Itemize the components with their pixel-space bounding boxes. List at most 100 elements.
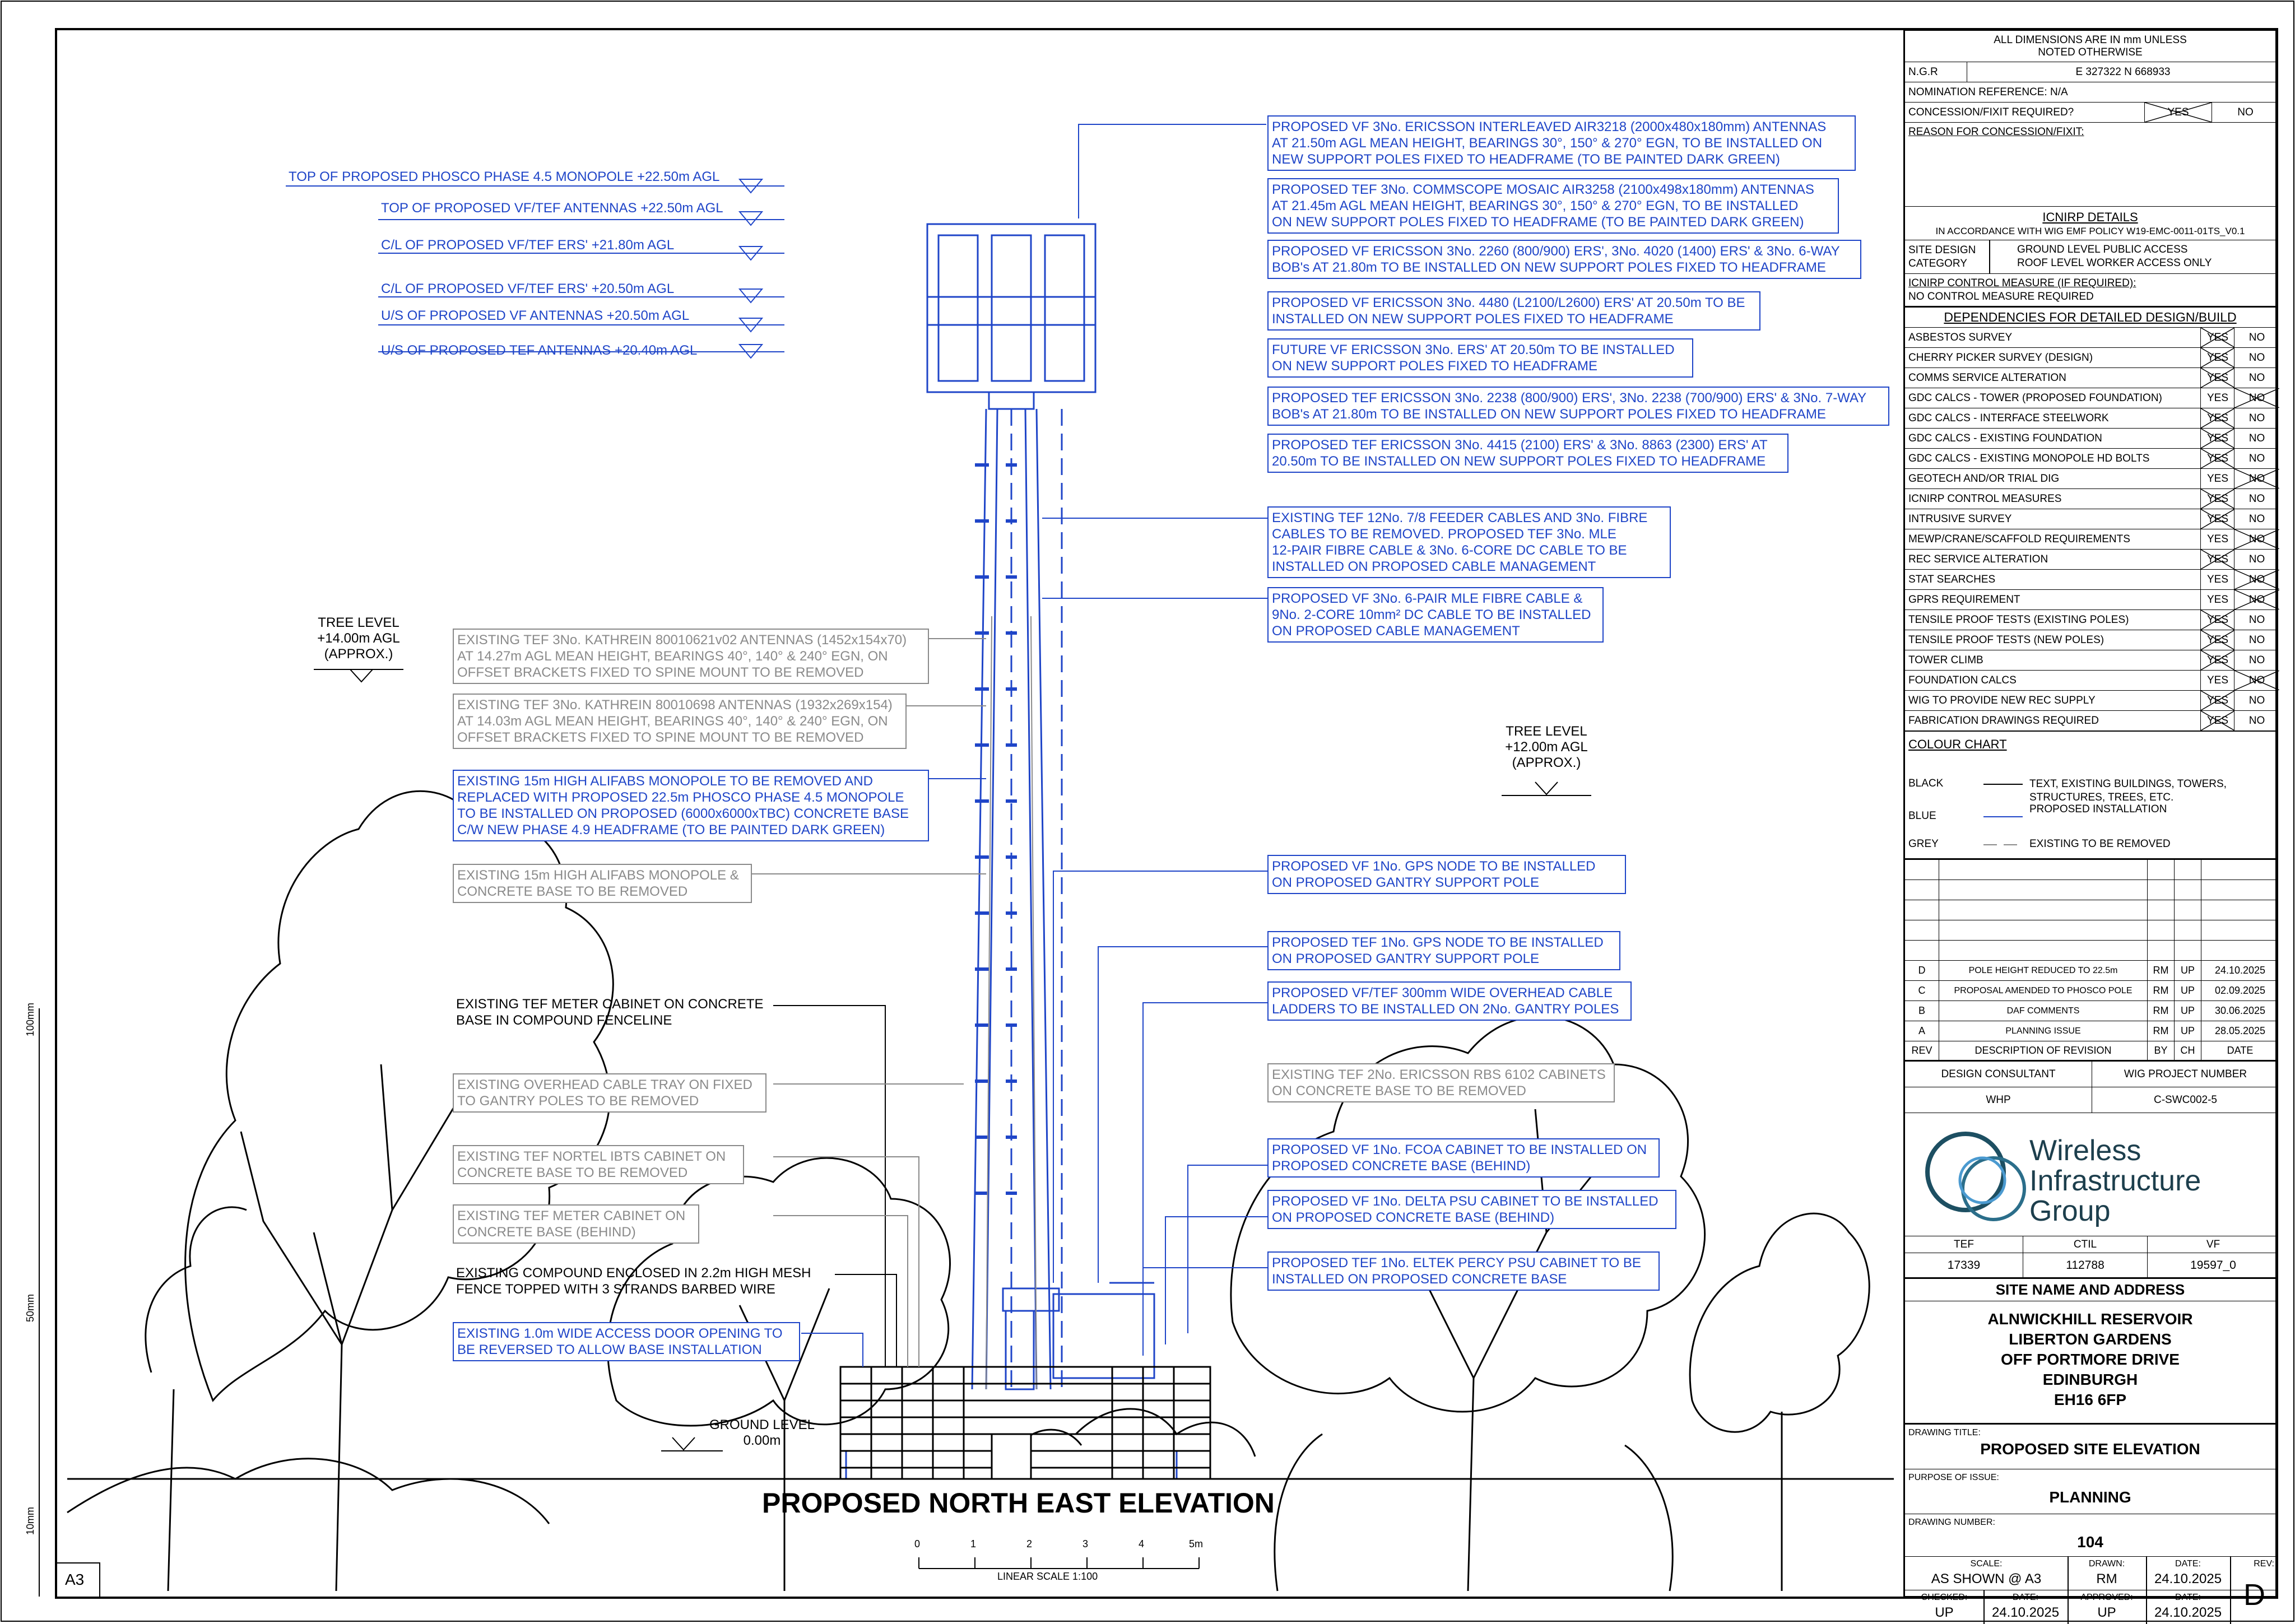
dependency-no: NO — [2234, 529, 2279, 549]
date-value: 24.10.2025 — [2154, 1571, 2222, 1586]
dependency-no: NO — [2234, 449, 2279, 468]
scale-value: AS SHOWN @ A3 — [1931, 1571, 2042, 1586]
tb-nomination: NOMINATION REFERENCE: N/A — [1905, 82, 2275, 103]
dependency-yes: YES — [2200, 388, 2234, 408]
cross-out-icon — [2201, 429, 2234, 448]
note-tef-ers-2180: PROPOSED TEF ERICSSON 3No. 2238 (800/900… — [1267, 387, 1889, 426]
approved-date-value: 24.10.2025 — [2154, 1605, 2222, 1620]
dependency-yes: YES — [2200, 570, 2234, 589]
dependency-yes: YES — [2200, 691, 2234, 710]
dependency-no: NO — [2234, 348, 2279, 367]
tb-logo: Wireless Infrastructure Group — [1905, 1113, 2275, 1236]
dependency-no: NO — [2234, 711, 2279, 730]
note-vf-mle-cables: PROPOSED VF 3No. 6-PAIR MLE FIBRE CABLE … — [1267, 587, 1604, 643]
purpose-value: PLANNING — [2049, 1488, 2131, 1506]
dependency-label: FOUNDATION CALCS — [1908, 674, 2017, 686]
note-tef-feeder-cables: EXISTING TEF 12No. 7/8 FEEDER CABLES AND… — [1267, 506, 1671, 578]
dependency-yes: YES — [2200, 671, 2234, 690]
revision-letter-cell: D — [1918, 965, 1926, 976]
dependency-row: FABRICATION DRAWINGS REQUIREDYESNO — [1905, 711, 2275, 731]
dependencies-table: ASBESTOS SURVEYYESNOCHERRY PICKER SURVEY… — [1905, 328, 2279, 731]
note-existing-meter-behind: EXISTING TEF METER CABINET ON CONCRETE B… — [453, 1204, 699, 1244]
drawing-number-value: 104 — [2077, 1533, 2103, 1551]
dependency-label: COMMS SERVICE ALTERATION — [1908, 371, 2066, 384]
logo-text-2: Infrastructure — [2029, 1165, 2201, 1197]
note-proposed-monopole: EXISTING 15m HIGH ALIFABS MONOPOLE TO BE… — [453, 770, 929, 841]
cross-out-icon — [2201, 449, 2234, 468]
dependency-label: ASBESTOS SURVEY — [1908, 331, 2013, 343]
tb-refs-values: 17339 112788 19597_0 — [1905, 1253, 2275, 1279]
level-lines — [286, 179, 784, 359]
level-us-vf-antennas: U/S OF PROPOSED VF ANTENNAS +20.50m AGL — [381, 308, 690, 323]
note-existing-kathrein-2: EXISTING TEF 3No. KATHREIN 80010698 ANTE… — [453, 694, 907, 749]
note-cable-ladders: PROPOSED VF/TEF 300mm WIDE OVERHEAD CABL… — [1267, 981, 1632, 1021]
dependency-yes: YES — [2200, 328, 2234, 347]
dependency-no: NO — [2234, 509, 2279, 529]
note-existing-kathrein-1: EXISTING TEF 3No. KATHREIN 80010621v02 A… — [453, 629, 929, 684]
dependency-row: MEWP/CRANE/SCAFFOLD REQUIREMENTSYESNO — [1905, 529, 2279, 550]
tb-site-design: SITE DESIGN CATEGORY GROUND LEVEL PUBLIC… — [1905, 240, 2275, 274]
dependency-label: REC SERVICE ALTERATION — [1908, 553, 2048, 565]
dependency-row: CHERRY PICKER SURVEY (DESIGN)YESNO — [1905, 348, 2275, 368]
dependency-label: GDC CALCS - EXISTING MONOPOLE HD BOLTS — [1908, 452, 2150, 464]
note-tef-ers-2050: PROPOSED TEF ERICSSON 3No. 4415 (2100) E… — [1267, 434, 1788, 473]
revision-date: 02.09.2025 — [2201, 981, 2279, 1001]
revision-letter-cell: B — [1918, 1005, 1925, 1016]
cross-out-icon — [2201, 348, 2234, 367]
dependency-no: NO — [2234, 408, 2279, 428]
sheet-size-box — [55, 1562, 100, 1598]
wig-logo-rings-icon — [1925, 1132, 2026, 1221]
note-vf-fcoa-cabinet: PROPOSED VF 1No. FCOA CABINET TO BE INST… — [1267, 1138, 1660, 1178]
margin-mark-100mm: 100mm — [25, 1002, 36, 1036]
level-us-tef-antennas: U/S OF PROPOSED TEF ANTENNAS +20.40m AGL — [381, 343, 698, 358]
cross-out-icon — [2234, 671, 2279, 690]
dependency-label: TENSILE PROOF TESTS (NEW POLES) — [1908, 634, 2104, 646]
checked-value: UP — [1935, 1605, 1954, 1620]
cross-out-icon — [2201, 509, 2234, 529]
revision-letter-cell: A — [1918, 1025, 1925, 1036]
dependency-row: GDC CALCS - INTERFACE STEELWORKYESNO — [1905, 408, 2275, 429]
concession-no: NO — [2212, 103, 2279, 122]
dependency-no: NO — [2234, 650, 2279, 670]
cross-out-icon — [2201, 711, 2234, 730]
dependency-yes: YES — [2200, 489, 2234, 509]
dependency-row: COMMS SERVICE ALTERATIONYESNO — [1905, 368, 2275, 388]
dependency-row: ASBESTOS SURVEYYESNO — [1905, 328, 2275, 348]
tb-icnirp-title: ICNIRP DETAILS IN ACCORDANCE WITH WIG EM… — [1905, 207, 2275, 240]
scale-bar — [918, 1557, 1200, 1569]
dependency-row: GEOTECH AND/OR TRIAL DIGYESNO — [1905, 469, 2279, 489]
compound-fence — [67, 1366, 1894, 1480]
cross-out-icon — [2234, 529, 2279, 549]
dependency-label: INTRUSIVE SURVEY — [1908, 513, 2012, 525]
dependency-label: GPRS REQUIREMENT — [1908, 593, 2020, 606]
revision-header: REV DESCRIPTION OF REVISION BY CH DATE — [1905, 1041, 2275, 1062]
cross-out-icon — [2201, 610, 2234, 630]
drawn-value: RM — [2096, 1571, 2117, 1586]
ngr-label: N.G.R — [1908, 66, 1938, 78]
revision-by: RM — [2147, 981, 2174, 1001]
dependency-label: CHERRY PICKER SURVEY (DESIGN) — [1908, 351, 2093, 364]
note-vf-ers-2050: PROPOSED VF ERICSSON 3No. 4480 (L2100/L2… — [1267, 291, 1760, 331]
dependency-row: FOUNDATION CALCS YESNO — [1905, 671, 2279, 691]
cross-out-icon — [2234, 388, 2279, 408]
dependency-yes: YES — [2200, 650, 2234, 670]
scale-tick-5: 5m — [1189, 1538, 1204, 1549]
logo-text-3: Group — [2029, 1195, 2111, 1227]
scale-tick-3: 3 — [1083, 1538, 1089, 1549]
dependency-no: NO — [2234, 671, 2279, 690]
dependency-label: GEOTECH AND/OR TRIAL DIG — [1908, 472, 2060, 485]
tb-consultant-values: WHP C-SWC002-5 — [1905, 1087, 2275, 1113]
dependency-label: GDC CALCS - TOWER (PROPOSED FOUNDATION) — [1908, 392, 2162, 404]
revision-description: POLE HEIGHT REDUCED TO 22.5m — [1939, 961, 2147, 980]
revision-description: DAF COMMENTS — [1939, 1001, 2147, 1021]
cross-out-icon — [2234, 570, 2279, 589]
dependency-no: NO — [2234, 368, 2279, 388]
existing-monopole — [986, 616, 1037, 1390]
dependency-no: NO — [2234, 388, 2279, 408]
wig-project-number: C-SWC002-5 — [2092, 1087, 2279, 1113]
dependency-yes: YES — [2200, 590, 2234, 609]
approved-value: UP — [2097, 1605, 2116, 1620]
dependency-yes: YES — [2200, 368, 2234, 388]
tree-level-markers — [314, 669, 1591, 1451]
